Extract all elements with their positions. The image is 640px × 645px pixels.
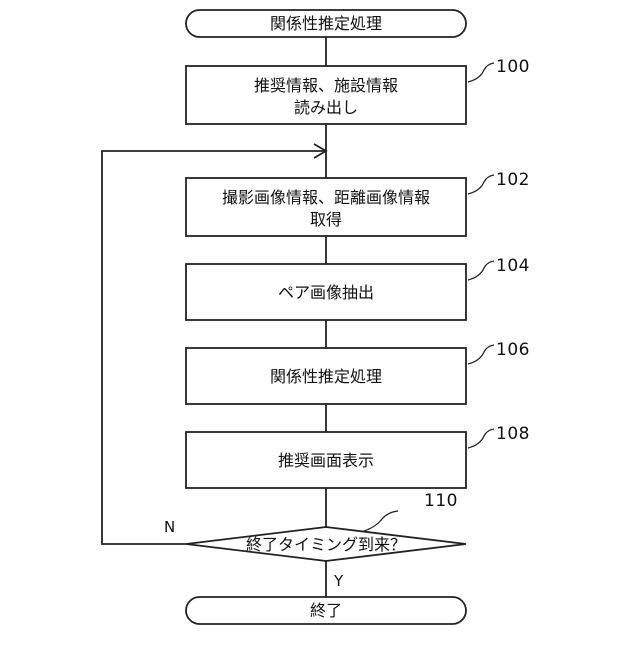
step-102-line-2: 取得 [310, 210, 342, 229]
no-label: N [164, 518, 175, 536]
step-108-line-1: 推奨画面表示 [278, 451, 374, 470]
step-box-108: 推奨画面表示 [186, 432, 466, 488]
start-terminal: 関係性推定処理 [186, 10, 466, 37]
step-box-100: 推奨情報、施設情報 読み出し [186, 66, 466, 124]
ref-leader-104 [468, 261, 494, 280]
step-100-line-2: 読み出し [294, 98, 358, 117]
ref-leader-106 [468, 345, 494, 364]
ref-label-106: 106 [496, 340, 530, 360]
step-box-106: 関係性推定処理 [186, 348, 466, 404]
ref-leader-100 [468, 63, 494, 82]
yes-label: Y [333, 572, 344, 590]
step-102-line-1: 撮影画像情報、距離画像情報 [222, 188, 430, 207]
end-label: 終了 [310, 601, 342, 620]
ref-label-108: 108 [496, 424, 530, 444]
start-label: 関係性推定処理 [270, 14, 382, 33]
ref-label-110: 110 [424, 491, 458, 511]
step-104-line-1: ペア画像抽出 [278, 283, 374, 302]
step-box-104: ペア画像抽出 [186, 264, 466, 320]
decision-diamond-110: 終了タイミング到来？ [186, 527, 466, 561]
step-100-line-1: 推奨情報、施設情報 [254, 76, 398, 95]
ref-label-104: 104 [496, 256, 530, 276]
step-106-line-1: 関係性推定処理 [270, 367, 382, 386]
ref-leader-108 [468, 429, 494, 448]
decision-label: 終了タイミング到来？ [246, 535, 406, 554]
step-box-102: 撮影画像情報、距離画像情報 取得 [186, 178, 466, 236]
ref-label-100: 100 [496, 57, 530, 77]
end-terminal: 終了 [186, 597, 466, 624]
ref-leader-110 [364, 511, 398, 531]
ref-leader-102 [468, 175, 494, 194]
ref-label-102: 102 [496, 170, 530, 190]
